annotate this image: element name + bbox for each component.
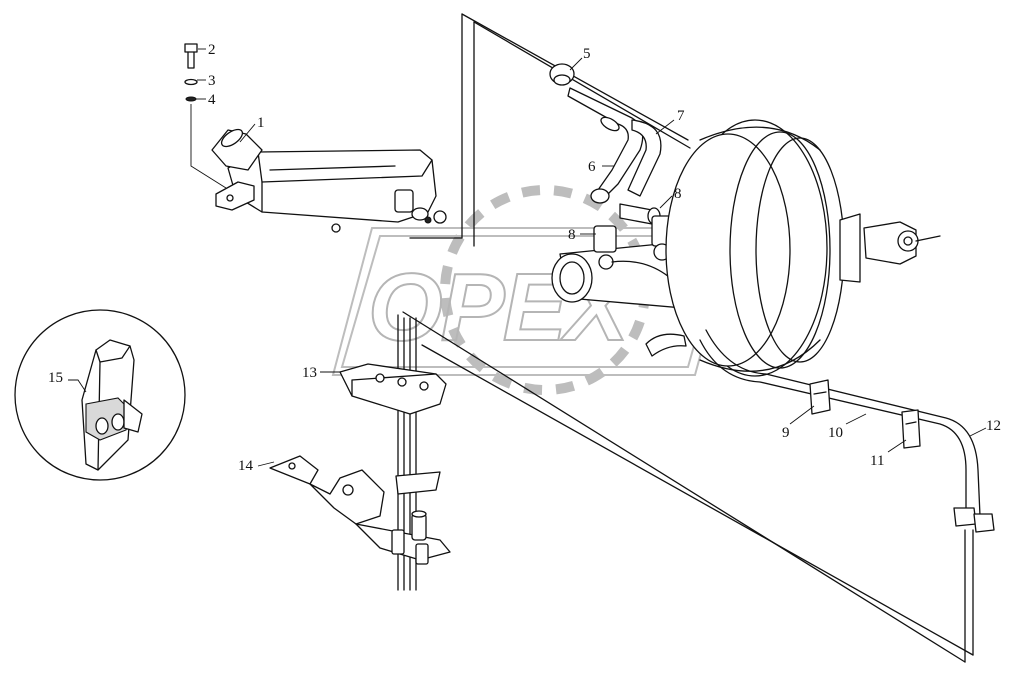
vacuum-hoses: [549, 63, 662, 225]
vacuum-brake-booster: [665, 119, 941, 377]
brake-pipes: [699, 329, 995, 533]
callout-2: 2: [208, 42, 216, 58]
callout-11: 11: [870, 453, 884, 469]
callout-14: 14: [238, 458, 254, 474]
callout-1: 1: [257, 115, 265, 131]
callout-9: 9: [782, 425, 790, 441]
detail-view-15: [14, 309, 186, 481]
callouts: 1 2 3 4 5 6 7 8 8 9 10 11 12 13 14 15: [48, 42, 1001, 474]
callout-8-lower: 8: [568, 227, 576, 243]
mounting-bracket-13: [339, 363, 447, 415]
callout-4: 4: [208, 92, 216, 108]
pedal-bracket-14: [269, 455, 451, 565]
bolt-and-washers: [184, 43, 227, 189]
callout-12: 12: [986, 418, 1001, 434]
callout-3: 3: [208, 73, 216, 89]
callout-10: 10: [828, 425, 843, 441]
callout-6: 6: [588, 159, 596, 175]
callout-13: 13: [302, 365, 317, 381]
leader-lines: [68, 48, 987, 467]
callout-15: 15: [48, 370, 63, 386]
callout-8-upper: 8: [674, 186, 682, 202]
callout-7: 7: [677, 108, 685, 124]
brake-fluid-reservoir: [211, 128, 447, 233]
routing-lines: [397, 13, 974, 663]
callout-5: 5: [583, 46, 591, 62]
